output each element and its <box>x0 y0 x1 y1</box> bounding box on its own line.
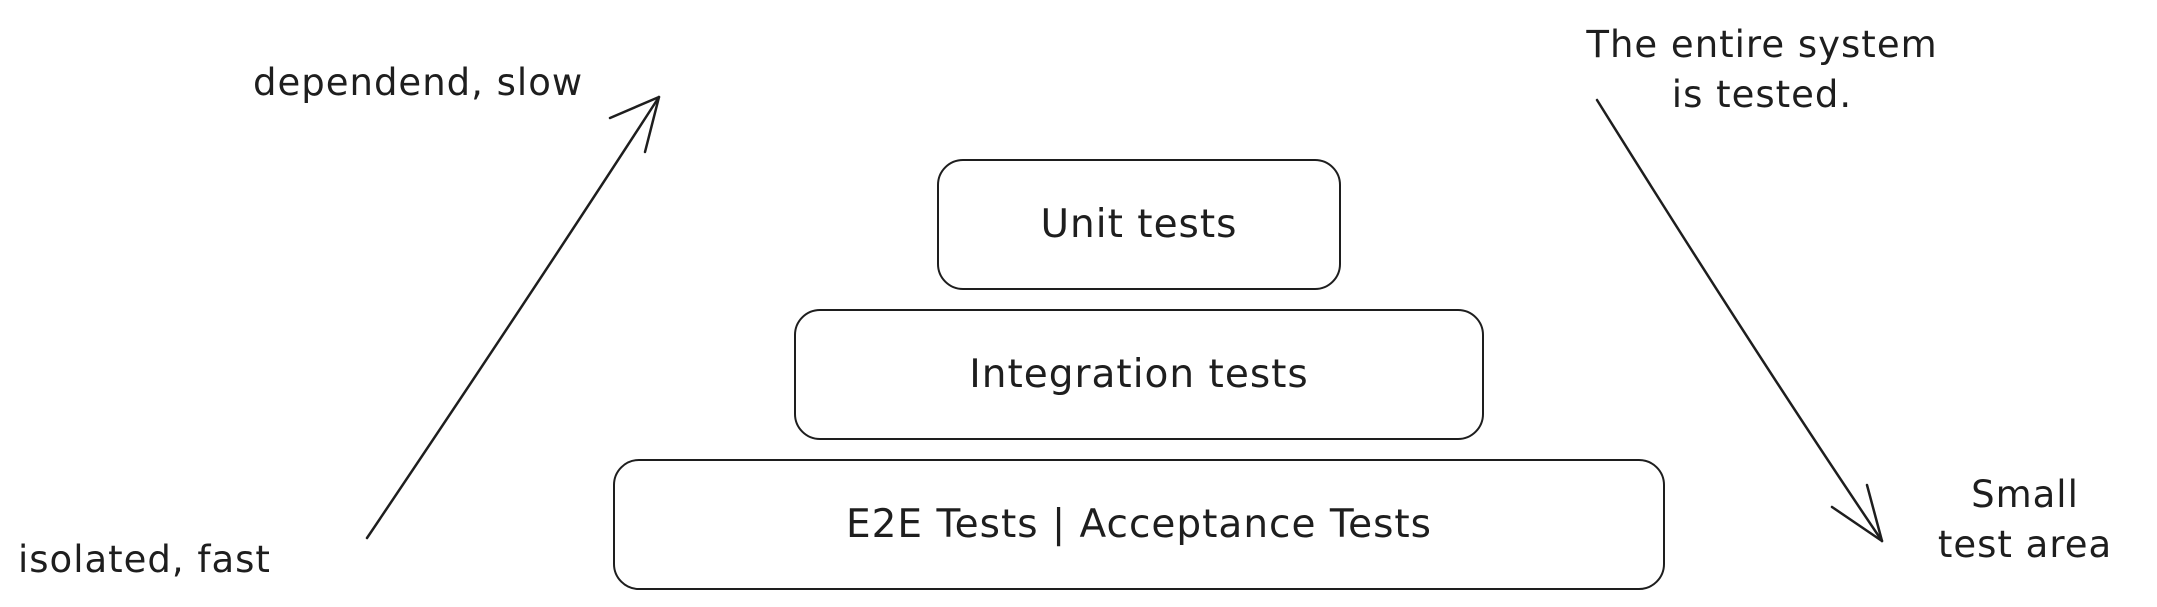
e2e-tests-box: E2E Tests | Acceptance Tests <box>613 459 1665 590</box>
unit-tests-label: Unit tests <box>1040 202 1238 247</box>
unit-tests-box: Unit tests <box>937 159 1341 290</box>
left-arrowhead <box>608 95 661 154</box>
entire-system-label: The entire system is tested. <box>1562 20 1962 120</box>
right-down-arrow <box>1595 98 1884 543</box>
entire-system-line1: The entire system <box>1586 23 1938 66</box>
left-up-arrow <box>365 95 661 540</box>
small-test-area-label: Small test area <box>1900 470 2150 570</box>
small-test-area-line2: test area <box>1937 523 2113 566</box>
e2e-tests-label: E2E Tests | Acceptance Tests <box>845 502 1433 547</box>
right-arrowhead <box>1830 483 1884 543</box>
integration-tests-box: Integration tests <box>794 309 1484 440</box>
small-test-area-line1: Small <box>1971 473 2079 516</box>
isolated-fast-label: isolated, fast <box>18 538 271 581</box>
entire-system-line2: is tested. <box>1671 73 1853 116</box>
dependend-slow-label: dependend, slow <box>253 61 584 104</box>
integration-tests-label: Integration tests <box>969 352 1309 397</box>
